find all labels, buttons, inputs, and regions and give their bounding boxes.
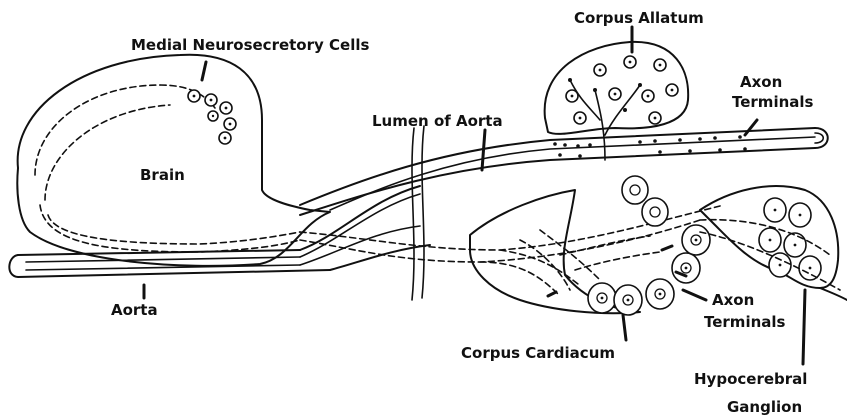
label-axon-terminals-top-line2: Terminals (732, 93, 814, 111)
medial-neurosecretory-cells (188, 90, 236, 144)
label-aorta: Aorta (111, 301, 158, 319)
label-axon-terminals-bottom-line2: Terminals (704, 313, 786, 331)
label-hypocerebral-ganglion-line1: Hypocerebral (694, 370, 807, 388)
label-brain: Brain (140, 166, 185, 184)
label-corpus-allatum: Corpus Allatum (574, 9, 704, 27)
label-axon-terminals-top-line1: Axon (740, 73, 782, 91)
aorta-tube (9, 186, 430, 277)
corpus-cardiacum (470, 176, 710, 315)
label-medial-neurosecretory-cells: Medial Neurosecretory Cells (131, 36, 369, 54)
hypocerebral-ganglion (700, 186, 847, 300)
label-corpus-cardiacum: Corpus Cardiacum (461, 344, 615, 362)
aorta-upper (300, 128, 828, 215)
label-axon-terminals-bottom-line1: Axon (712, 291, 754, 309)
label-hypocerebral-ganglion-line2: Ganglion (727, 398, 802, 416)
aorta-break (412, 126, 424, 300)
brain (17, 55, 330, 266)
corpus-allatum (545, 42, 689, 160)
label-lumen-of-aorta: Lumen of Aorta (372, 112, 503, 130)
